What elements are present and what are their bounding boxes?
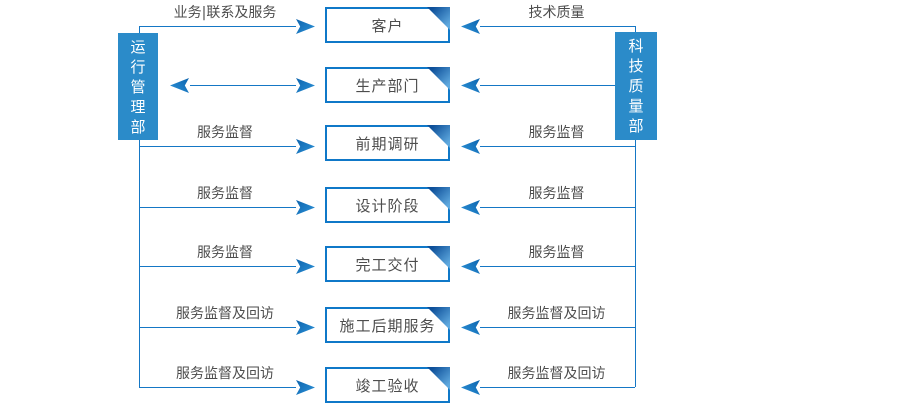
connector-line-right	[480, 207, 635, 208]
right-department-pillar: 科技质量部	[615, 32, 657, 140]
arrow-left-icon	[461, 78, 480, 93]
pillar-label-char: 部	[628, 117, 644, 135]
process-box: 生产部门	[325, 67, 450, 103]
edge-label-right: 服务监督及回访	[507, 366, 606, 382]
process-box-label: 客户	[371, 16, 404, 35]
pillar-label-char: 科	[628, 37, 644, 55]
process-box: 完工交付	[325, 246, 450, 282]
edge-label-right: 服务监督	[528, 186, 585, 202]
pillar-label-char: 管	[130, 77, 146, 96]
process-box: 设计阶段	[325, 187, 450, 223]
process-box-label: 完工交付	[355, 255, 420, 274]
folded-corner-icon	[427, 125, 450, 148]
connector-line-right	[480, 387, 635, 388]
connector-line-right	[480, 85, 615, 86]
connector-line-left	[139, 327, 296, 328]
left-trunk-line	[139, 140, 140, 387]
pillar-label-char: 运	[130, 37, 146, 56]
edge-label-left: 服务监督及回访	[176, 366, 274, 382]
edge-label-left: 服务监督及回访	[176, 306, 274, 322]
process-box: 客户	[325, 7, 450, 43]
process-box-label: 竣工验收	[355, 376, 420, 395]
edge-label-left: 服务监督	[197, 245, 253, 261]
arrow-right-icon	[296, 78, 315, 93]
pillar-label-char: 行	[130, 57, 146, 76]
connector-line-right	[480, 26, 635, 27]
edge-label-left: 服务监督	[197, 125, 253, 141]
connector-line-left	[139, 266, 296, 267]
connector-line-right	[480, 327, 635, 328]
pillar-label-char: 质	[628, 77, 644, 95]
connector-line-left	[139, 387, 296, 388]
edge-label-left: 服务监督	[197, 186, 253, 202]
pillar-label-char: 理	[130, 97, 146, 116]
connector-riser-left	[139, 26, 140, 33]
folded-corner-icon	[427, 67, 450, 90]
folded-corner-icon	[427, 187, 450, 210]
process-box: 前期调研	[325, 125, 450, 161]
process-box-label: 生产部门	[355, 76, 420, 95]
edge-label-right: 服务监督	[528, 125, 585, 141]
connector-line-left	[190, 85, 296, 86]
pillar-label-char: 部	[130, 117, 146, 136]
left-department-pillar: 运行管理部	[118, 33, 158, 140]
connector-line-left	[139, 26, 296, 27]
folded-corner-icon	[427, 367, 450, 390]
process-box: 竣工验收	[325, 367, 450, 403]
process-box-label: 设计阶段	[355, 196, 420, 215]
folded-corner-icon	[427, 7, 450, 30]
connector-line-right	[480, 146, 635, 147]
edge-label-right: 服务监督及回访	[507, 306, 606, 322]
connector-riser-right	[635, 26, 636, 32]
edge-label-right: 技术质量	[528, 5, 585, 21]
pillar-label-char: 量	[628, 97, 644, 115]
process-box-label: 前期调研	[355, 134, 420, 153]
folded-corner-icon	[427, 246, 450, 269]
edge-label-left: 业务|联系及服务	[173, 5, 277, 21]
process-box-label: 施工后期服务	[339, 316, 436, 335]
edge-label-right: 服务监督	[528, 245, 585, 261]
pillar-label-char: 技	[628, 57, 644, 75]
right-trunk-line	[635, 140, 636, 387]
process-box: 施工后期服务	[325, 307, 450, 343]
connector-line-right	[480, 266, 635, 267]
connector-line-left	[139, 146, 296, 147]
connector-line-left	[139, 207, 296, 208]
arrow-left-icon	[170, 78, 189, 93]
